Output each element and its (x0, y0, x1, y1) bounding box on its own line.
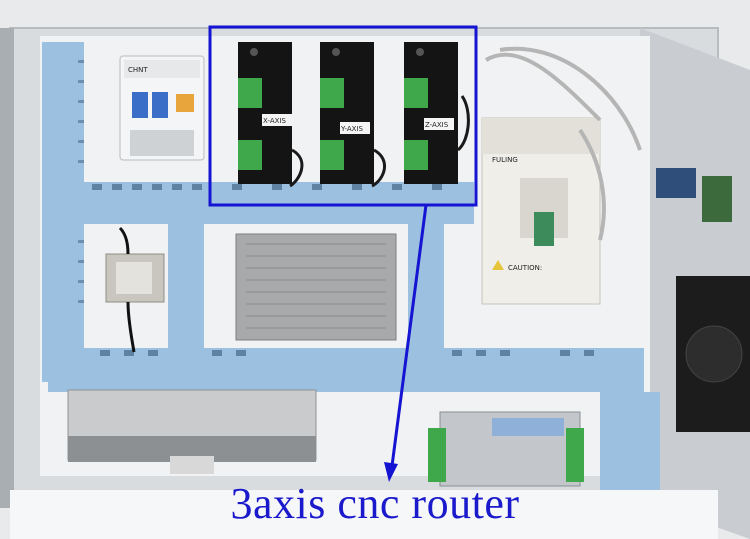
driver-label-z: Z-AXIS (425, 121, 449, 129)
driver-highlight-box (208, 25, 478, 207)
motion-control-card (428, 411, 584, 487)
circuit-breaker (119, 55, 205, 161)
driver-label-y: Y-AXIS (340, 125, 363, 133)
grey-cables (484, 46, 642, 241)
cooling-fan (676, 276, 750, 432)
caption-text: 3axis cnc router (230, 479, 520, 528)
power-supply (235, 233, 397, 341)
emi-filter (105, 253, 165, 303)
vfd-brand: FULING (492, 156, 518, 164)
vfd-inverter (481, 117, 601, 305)
terminal-connectors (656, 168, 732, 222)
rail-slots-left (78, 60, 84, 303)
stepper-driver-x (238, 42, 292, 184)
filter-cables (118, 226, 136, 353)
driver-label-x: X-AXIS (263, 117, 286, 125)
upper-duct-slots (92, 184, 442, 190)
lower-wire-duct (48, 348, 644, 392)
door-hinge (0, 28, 14, 508)
cabinet-bottom-lip (10, 490, 718, 539)
left-vertical-rail (42, 42, 84, 382)
stepper-driver-z (404, 42, 458, 184)
breaker-brand: CHNT (128, 66, 148, 74)
driver-cables (289, 95, 470, 188)
bottom-transformer (67, 389, 317, 474)
center-vertical-rail (168, 224, 204, 364)
bottom-right-duct (600, 392, 660, 492)
lower-duct-slots (100, 350, 594, 356)
pointer-arrow-line (390, 204, 428, 467)
stepper-driver-y (320, 42, 374, 184)
pointer-arrow-head (384, 462, 398, 482)
vfd-warning: CAUTION: (508, 264, 542, 272)
